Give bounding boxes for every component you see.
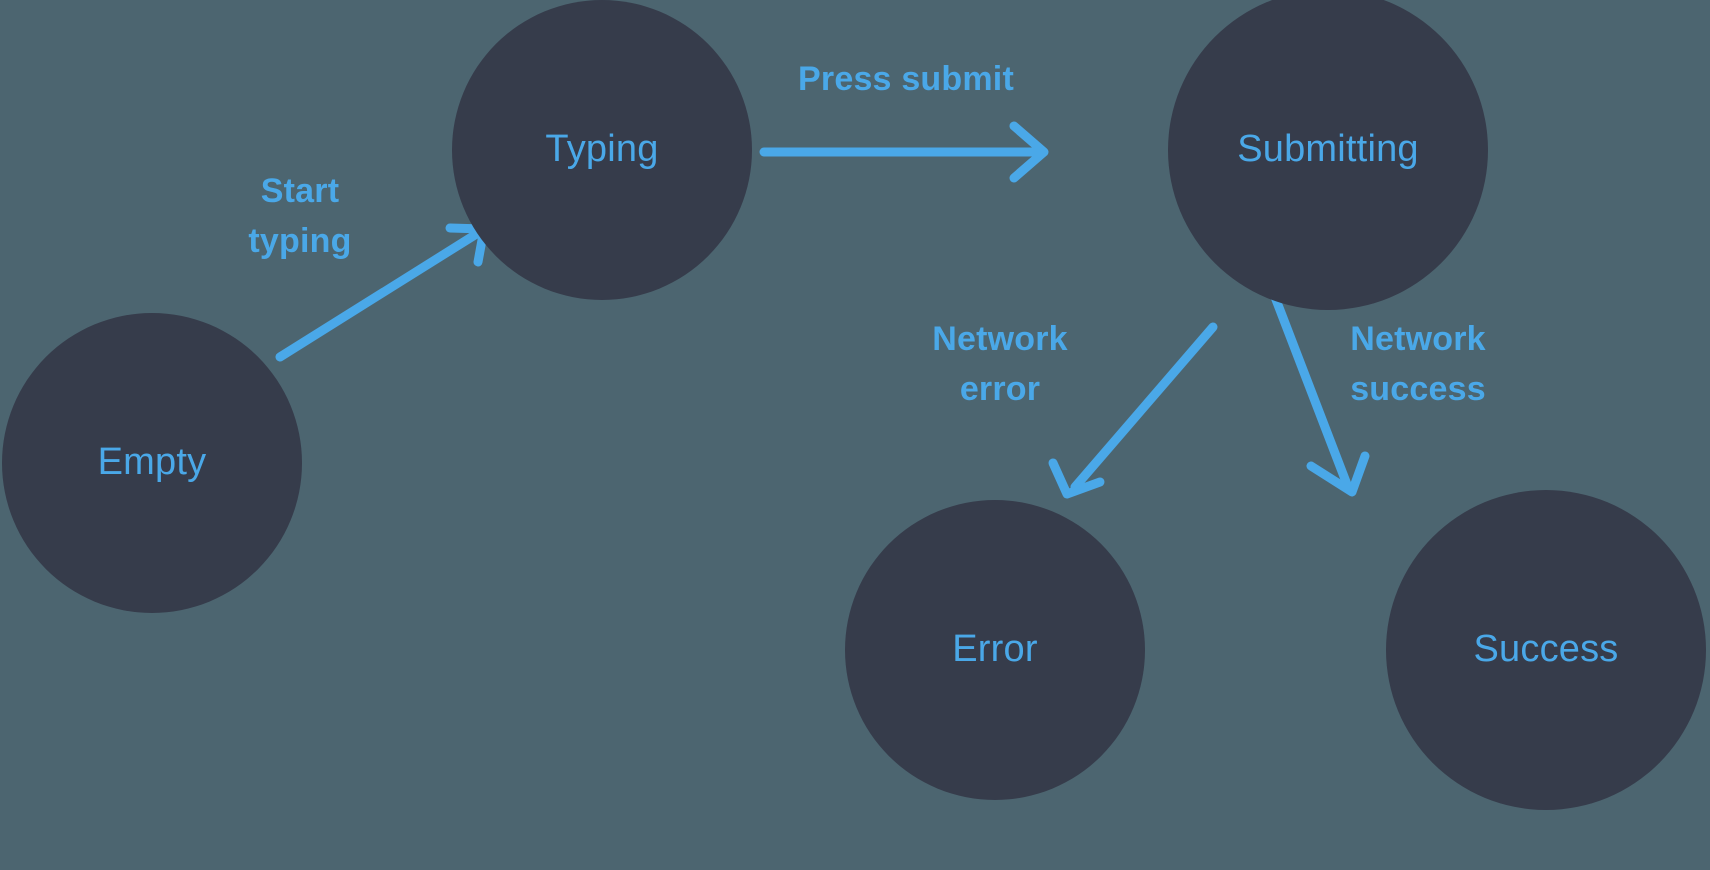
transition-label-line: typing — [248, 222, 351, 260]
transition-line-network-error — [1070, 322, 1218, 492]
state-node-empty[interactable]: Empty — [2, 313, 302, 613]
transition-label-press-submit: Press submit — [798, 60, 1014, 98]
state-circle-success — [1386, 490, 1706, 810]
transition-network-error[interactable] — [1048, 322, 1218, 499]
state-label-error: Error — [952, 628, 1038, 670]
state-label-empty: Empty — [98, 441, 207, 483]
arrowhead-press-submit — [1009, 121, 1049, 183]
state-node-submitting[interactable]: Submitting — [1168, 0, 1488, 310]
state-label-submitting: Submitting — [1237, 128, 1419, 170]
transition-label-line: Start — [261, 172, 339, 210]
transition-press-submit[interactable] — [759, 121, 1049, 183]
state-node-success[interactable]: Success — [1386, 490, 1706, 810]
transition-network-success[interactable] — [1270, 292, 1370, 497]
state-label-typing: Typing — [545, 128, 658, 170]
state-circle-typing — [452, 0, 752, 300]
transition-label-line: Network — [932, 320, 1068, 358]
transition-label-line: Press submit — [798, 60, 1014, 98]
transition-label-line: error — [960, 370, 1040, 408]
state-circle-submitting — [1168, 0, 1488, 310]
arrowhead-network-error — [1048, 458, 1105, 499]
arrowhead-network-success — [1306, 451, 1370, 497]
transition-line-network-success — [1270, 292, 1353, 492]
state-node-typing[interactable]: Typing — [452, 0, 752, 300]
transition-line-start-typing — [275, 228, 483, 362]
state-circle-error — [845, 500, 1145, 800]
transition-label-start-typing: Start typing — [248, 172, 351, 260]
state-circle-empty — [2, 313, 302, 613]
transition-label-line: Network — [1350, 320, 1486, 358]
state-label-success: Success — [1473, 628, 1618, 670]
state-node-error[interactable]: Error — [845, 500, 1145, 800]
transition-label-line: success — [1350, 370, 1486, 408]
transition-label-network-success: Network success — [1350, 320, 1486, 408]
transition-label-network-error: Network error — [932, 320, 1068, 408]
